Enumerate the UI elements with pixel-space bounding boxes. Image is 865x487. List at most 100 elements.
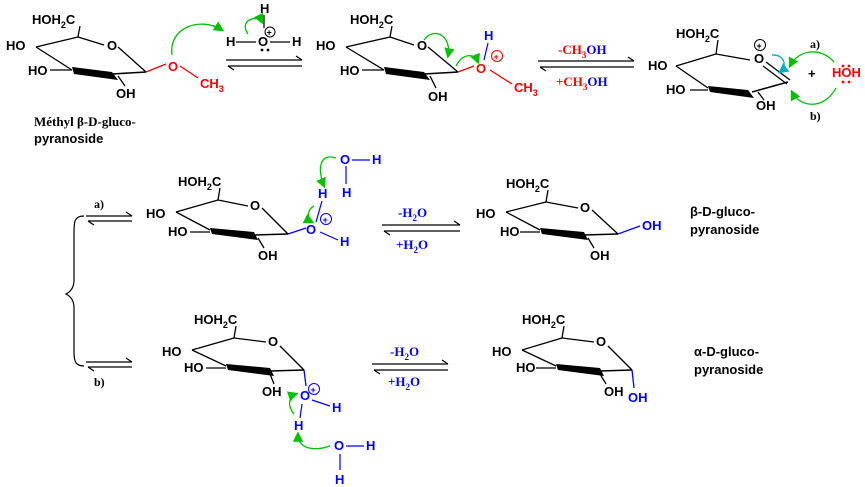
ho-label: HO bbox=[316, 38, 336, 53]
ho-label: HO bbox=[492, 344, 512, 359]
anomeric-oh: OH bbox=[642, 218, 662, 233]
condition-add-water: +H2O bbox=[388, 374, 420, 392]
compound-name: α-D-gluco- bbox=[694, 344, 759, 359]
ho-label: HO bbox=[500, 224, 520, 239]
svg-text:+: + bbox=[494, 52, 499, 62]
condition-remove-methanol: -CH3OH bbox=[558, 42, 607, 60]
oxocarbenium-ion: HOH2C HO HO OH O + + HOH a) b) bbox=[648, 26, 861, 123]
ring-oxygen: O bbox=[107, 38, 117, 53]
h-atom: H bbox=[226, 34, 235, 49]
ho-label: HO bbox=[6, 38, 26, 53]
equilibrium-arrow bbox=[372, 359, 449, 375]
oh-label: OH bbox=[262, 384, 282, 399]
ho-label: HO bbox=[184, 360, 204, 375]
svg-text:+: + bbox=[311, 385, 316, 395]
protonated-acetal: HOH2C HO HO OH O O H + CH3 bbox=[316, 12, 538, 104]
compound-name: pyranoside bbox=[34, 131, 103, 146]
hoh2c-label: HOH2C bbox=[522, 312, 566, 330]
condition-add-water: +H2O bbox=[396, 237, 428, 255]
curved-arrow bbox=[292, 431, 331, 450]
methyl-group: CH3 bbox=[514, 80, 538, 98]
protonated-alpha-hemiacetal: HOH2C HO HO OH O O + H H O H H bbox=[162, 312, 375, 487]
ho-label: HO bbox=[340, 63, 360, 78]
oh-label: OH bbox=[428, 89, 448, 104]
ring-oxygen: O bbox=[596, 334, 606, 349]
equilibrium-arrow bbox=[538, 56, 635, 72]
h-atom: H bbox=[340, 234, 349, 249]
path-a-label: a) bbox=[94, 197, 104, 211]
ho-label: HO bbox=[168, 224, 188, 239]
anomeric-oh: OH bbox=[628, 390, 648, 405]
methyl-glucoside: HOH2C HO HO OH O O CH3 Méthyl β-D-gluco-… bbox=[6, 12, 225, 146]
hydronium: H H O H + bbox=[226, 1, 301, 52]
h-atom: H bbox=[372, 152, 381, 167]
hoh2c-label: HOH2C bbox=[350, 12, 394, 30]
ho-label: HO bbox=[516, 360, 536, 375]
path-b-label: b) bbox=[810, 109, 821, 123]
ho-label: HO bbox=[476, 206, 496, 221]
h-atom: H bbox=[484, 28, 493, 43]
condition-add-methanol: +CH3OH bbox=[556, 74, 608, 92]
ring-oxygen: O bbox=[268, 334, 278, 349]
ho-label: HO bbox=[162, 344, 182, 359]
ho-label: HO bbox=[666, 82, 686, 97]
methyl-group: CH3 bbox=[200, 76, 224, 94]
ho-label: HO bbox=[28, 63, 48, 78]
o-atom: O bbox=[334, 438, 344, 453]
compound-name: Méthyl β-D-gluco- bbox=[34, 114, 136, 129]
equilibrium-arrow bbox=[382, 220, 461, 236]
beta-glucopyranose: HOH2C HO HO OH O OH β-D-gluco- pyranosid… bbox=[476, 176, 759, 263]
svg-text:+: + bbox=[323, 215, 328, 225]
curved-arrow bbox=[423, 32, 455, 59]
branch-brace bbox=[64, 211, 133, 372]
oh-label: OH bbox=[590, 248, 610, 263]
equilibrium-arrow bbox=[226, 55, 303, 71]
path-b-label: b) bbox=[94, 375, 105, 389]
oh-label: OH bbox=[258, 248, 278, 263]
h-atom: H bbox=[366, 438, 375, 453]
ho-label: HO bbox=[146, 206, 166, 221]
ring-oxygen: O bbox=[250, 198, 260, 213]
o-atom: O bbox=[258, 34, 268, 49]
o-atom: O bbox=[340, 152, 350, 167]
ring-oxygen: O bbox=[580, 200, 590, 215]
h-atom: H bbox=[332, 400, 341, 415]
hoh2c-label: HOH2C bbox=[194, 312, 238, 330]
compound-name: β-D-gluco- bbox=[690, 204, 755, 219]
curved-arrow bbox=[771, 54, 790, 74]
h-atom: H bbox=[260, 1, 269, 16]
oxonium-oxygen: O bbox=[476, 61, 486, 76]
water-molecule: HOH bbox=[832, 65, 861, 80]
curved-arrow bbox=[171, 21, 225, 56]
curved-arrow bbox=[286, 391, 299, 415]
curved-arrow bbox=[455, 52, 480, 67]
curved-arrow bbox=[302, 205, 315, 224]
curved-arrow bbox=[790, 87, 837, 105]
oh-label: OH bbox=[604, 384, 624, 399]
condition-remove-water: -H2O bbox=[390, 344, 419, 362]
ho-label: HO bbox=[648, 58, 668, 73]
svg-text:+: + bbox=[267, 28, 272, 38]
oh-label: OH bbox=[756, 98, 776, 113]
curved-arrow bbox=[244, 12, 264, 35]
h-atom: H bbox=[318, 186, 327, 201]
h-atom: H bbox=[294, 418, 303, 433]
alpha-glucopyranose: HOH2C HO HO OH O OH α-D-gluco- pyranosid… bbox=[492, 312, 763, 405]
oxonium-oxygen: O bbox=[300, 388, 310, 403]
ether-oxygen: O bbox=[168, 59, 178, 74]
condition-remove-water: -H2O bbox=[398, 205, 427, 223]
oxonium-oxygen: O bbox=[306, 222, 316, 237]
compound-name: pyranoside bbox=[690, 222, 759, 237]
oh-label: OH bbox=[116, 86, 136, 101]
hoh2c-label: HOH2C bbox=[506, 176, 550, 194]
curved-arrow bbox=[788, 51, 835, 69]
compound-name: pyranoside bbox=[694, 362, 763, 377]
ring-oxygen: O bbox=[754, 51, 764, 66]
curved-arrow bbox=[316, 156, 337, 189]
hoh2c-label: HOH2C bbox=[676, 26, 720, 44]
ring-oxygen: O bbox=[417, 38, 427, 53]
svg-text:+: + bbox=[757, 41, 762, 51]
hoh2c-label: HOH2C bbox=[32, 12, 76, 30]
protonated-beta-hemiacetal: HOH2C HO HO OH O O + H H O H H bbox=[146, 152, 381, 263]
